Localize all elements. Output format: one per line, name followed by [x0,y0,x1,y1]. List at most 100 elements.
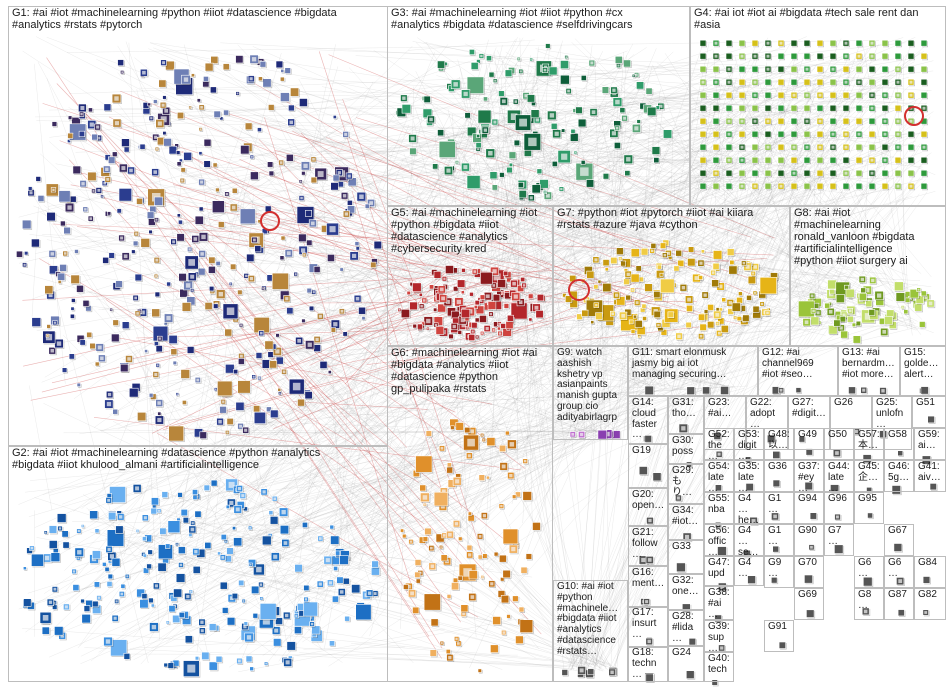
group-label: G94 [798,494,821,505]
group-box-g59: G59: ai… [914,428,946,460]
group-label: G12: #ai channel969 #iot #seo… [762,348,835,380]
group-label: G8… [858,590,881,612]
group-box-g84: G84 [914,556,946,588]
group-label: G10: #ai #iot #python #machinele… #bigda… [557,582,625,658]
group-label: G51 [916,398,943,409]
group-label: G19 [632,446,665,457]
group-box-g10: G10: #ai #iot #python #machinele… #bigda… [553,580,628,682]
group-box-g33: G33 [668,540,704,574]
group-label: G44: late… [828,462,851,492]
group-box-g46: G46: 5g… [884,460,914,492]
group-label: G39: sup… [708,622,731,652]
group-label: G33 [672,542,701,553]
group-box-g36: G36 [764,460,794,492]
group-box-g4z: G4… [734,556,764,586]
group-label: G46: 5g… [888,462,911,484]
group-box-g16: G16: ment… [628,566,668,608]
group-box-g95: G95 [854,492,884,524]
group-label: G38: #ai… [708,588,731,620]
group-box-g1b: G1… [764,524,794,556]
group-box-g94: G94 [794,492,824,524]
group-box-g39: G39: sup… [704,620,734,652]
group-box-g31: G31: tho… [668,396,704,434]
group-box-g35: G35: late… [734,460,764,492]
group-label: G15: golde… alert… [904,348,943,380]
group-box-g28: G28: #lida… [668,610,704,646]
group-box-g4x: G4… he… [734,492,764,524]
group-box-g1: G1: #ai #iot #machinelearning #python #i… [8,6,388,446]
group-box-g45: G45: 企… [854,460,884,492]
group-box-g5: G5: #ai #machinelearning #iot #python #b… [387,206,553,346]
group-label: G35: late… [738,462,761,492]
group-label: G4… se… [738,526,761,556]
group-label: G34: #iot… [672,506,701,528]
group-label: G37: #ey… [798,462,821,492]
group-box-g55: G55: nba [704,492,734,524]
group-label: G21: follow… [632,528,665,560]
group-box-g19: G19 [628,444,668,488]
group-box-g37: G37: #ey… [794,460,824,492]
group-label: G17: insurt… [632,608,665,640]
group-box-g90: G90 [794,524,824,556]
group-box-g6: G6: #machinelearning #iot #ai #bigdata #… [387,346,553,682]
group-label: G4: #ai iot #iot ai #bigdata #tech sale … [694,8,943,32]
group-label: G11: smart elonmusk jasmy big ai iot man… [632,348,755,380]
group-label: G29: もり… [672,466,701,498]
group-box-g12: G12: #ai channel969 #iot #seo… [758,346,838,396]
group-label: G23: #ai… [708,398,743,420]
group-box-g52: G52: the… [704,428,734,460]
group-box-g17: G17: insurt… [628,606,668,648]
group-box-g3: G3: #ai #machinelearning #iot #iiot #pyt… [387,6,690,206]
group-label: G40: tech… [708,654,731,682]
group-label: G84 [918,558,943,569]
group-label: G45: 企… [858,462,881,484]
group-box-g54: G54: late… [704,460,734,492]
group-box-g2: G2: #ai #iot #machinelearning #datascien… [8,446,388,682]
group-label: G54: late… [708,462,731,492]
group-label: G18: techn… [632,648,665,680]
group-box-g13: G13: #ai bernardm… #iot more… [838,346,900,396]
group-label: G67 [888,526,911,537]
group-box-g53: G53: digit… [734,428,764,460]
group-label: G20: open… [632,490,665,512]
group-label: G26 [834,398,869,409]
group-label: G3: #ai #machinelearning #iot #iiot #pyt… [391,8,687,32]
group-label: G4… he… [738,494,761,524]
group-box-g21: G21: follow… [628,526,668,566]
group-box-g6b: G6… [884,556,914,588]
group-box-g8: G8: #ai #iot #machinelearning ronald_van… [790,206,946,346]
group-box-g29: G29: もり… [668,464,704,504]
group-box-g48: G48: 以… [764,428,794,460]
group-box-g87: G87 [884,588,914,620]
group-box-g49: G49 [794,428,824,460]
group-label: G52: the… [708,430,731,460]
group-label: G57: 本… [858,430,881,452]
group-box-g70: G70 [794,556,824,588]
group-label: G27: #digit… [792,398,827,420]
group-label: G41: aiv… [918,462,943,484]
group-label: G87 [888,590,911,601]
group-label: G2: #ai #iot #machinelearning #datascien… [12,448,385,472]
group-box-g47: G47: upd… [704,556,734,586]
group-label: G90 [798,526,821,537]
group-box-g69: G69 [794,588,824,620]
group-box-g18: G18: techn… [628,646,668,682]
group-label: G91 [768,622,791,633]
group-box-g38: G38: #ai… [704,586,734,620]
group-box-g91: G91 [764,620,794,652]
group-label: G1: #ai #iot #machinelearning #python #i… [12,8,385,32]
group-label: G1… [768,494,791,516]
group-box-g24: G24 [668,646,704,682]
group-box-g34: G34: #iot… [668,504,704,540]
group-label: G5: #ai #machinelearning #iot #python #b… [391,208,550,256]
group-label: G9… [768,558,791,580]
group-box-g44: G44: late… [824,460,854,492]
group-label: G22: adopt… [750,398,785,430]
group-box-g6a: G6… [854,556,884,588]
group-label: G7… [828,526,851,548]
group-label: G6… [858,558,881,580]
group-box-g58: G58 [884,428,914,460]
group-box-g20: G20: open… [628,488,668,526]
group-box-g67: G67 [884,524,914,556]
group-label: G96 [828,494,851,505]
